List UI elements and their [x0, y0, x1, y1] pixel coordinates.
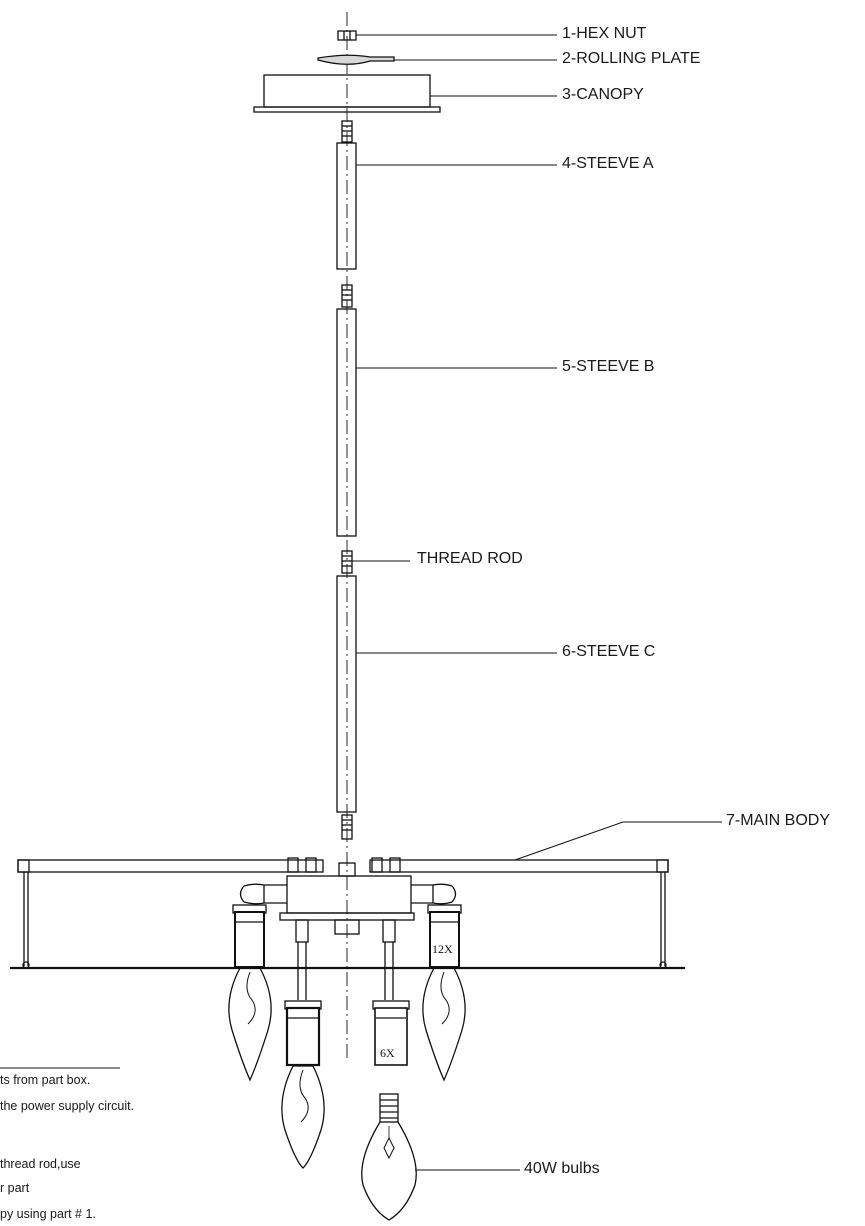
steeve-c-part [336, 575, 357, 813]
bulb-inner-left [281, 1065, 325, 1169]
socket-right-outer [427, 904, 462, 968]
thread-stub-a [341, 120, 353, 143]
leader-lines [0, 34, 722, 1171]
bulb-left-outer [228, 967, 272, 1082]
thread-rod-part [341, 550, 353, 574]
label-canopy: 3-CANOPY [562, 86, 644, 103]
inner-arm-left [295, 919, 309, 1000]
label-steeve-a: 4-STEEVE A [562, 155, 654, 172]
left-arm [239, 883, 287, 905]
thread-stub-main [341, 814, 353, 840]
label-steeve-c: 6-STEEVE C [562, 643, 656, 660]
label-40w-bulbs: 40W bulbs [524, 1160, 600, 1177]
bulb-right-outer [422, 967, 466, 1082]
socket-mark-6x: 6X [380, 1046, 395, 1060]
instruction-line-3: thread rod,use [0, 1157, 81, 1171]
socket-left-outer [232, 904, 267, 968]
inner-arm-right [382, 919, 396, 1000]
instruction-line-1: ts from part box. [0, 1073, 91, 1087]
right-arm [411, 883, 457, 905]
label-steeve-b: 5-STEEVE B [562, 358, 655, 375]
main-body-frame [10, 857, 685, 970]
thread-stub-b [341, 284, 353, 308]
steeve-a-part [336, 142, 357, 270]
label-hex-nut: 1-HEX NUT [562, 25, 647, 42]
label-main-body: 7-MAIN BODY [726, 812, 831, 829]
instruction-line-2: the power supply circuit. [0, 1099, 135, 1113]
center-hub [279, 862, 415, 935]
loose-40w-bulb [361, 1093, 417, 1221]
rolling-plate-part [317, 54, 395, 65]
label-thread-rod: THREAD ROD [417, 550, 523, 567]
socket-inner-right [372, 1000, 410, 1066]
steeve-b-part [336, 308, 357, 537]
instruction-line-4: r part [0, 1181, 30, 1195]
label-rolling-plate: 2-ROLLING PLATE [562, 50, 701, 67]
socket-mark-12x: 12X [432, 942, 453, 956]
socket-inner-left [284, 1000, 322, 1067]
instruction-line-5: py using part # 1. [0, 1207, 96, 1221]
canopy-part [253, 74, 441, 113]
